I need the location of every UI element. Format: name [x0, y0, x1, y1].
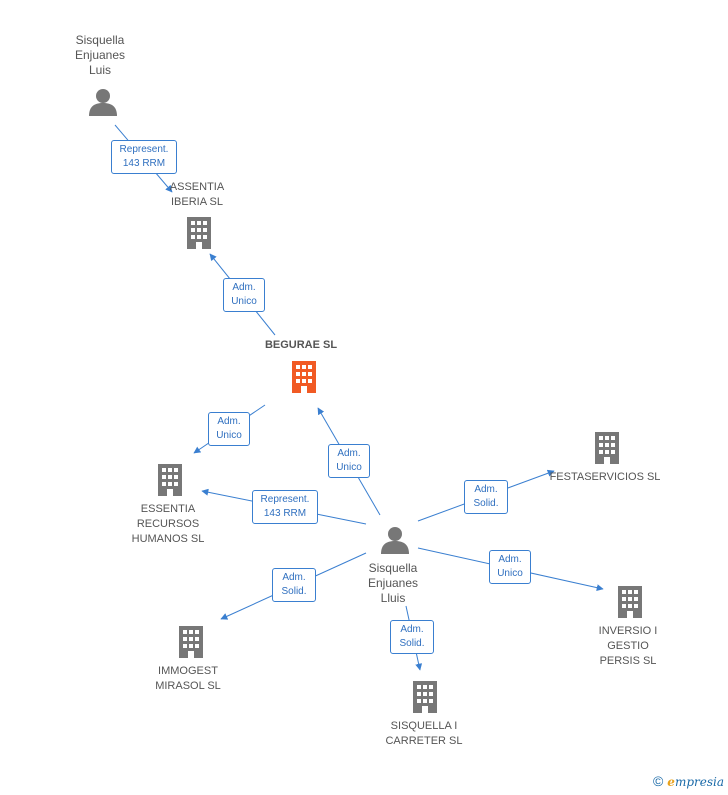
node-essentia-recursos-humanos[interactable]: ESSENTIA RECURSOS HUMANOS SL	[116, 502, 220, 547]
person-icon[interactable]	[89, 89, 117, 116]
node-label: Sisquella Enjuanes Lluis	[367, 561, 419, 605]
node-assentia-iberia[interactable]: ASSENTIA IBERIA SL	[145, 180, 249, 210]
edge-label-represent[interactable]: Represent. 143 RRM	[111, 140, 177, 174]
node-label: IMMOGEST MIRASOL SL	[155, 665, 221, 692]
node-label: BEGURAE SL	[264, 339, 338, 351]
node-person-sisquella-enjuanes-lluis[interactable]: Sisquella Enjuanes Lluis	[343, 561, 443, 606]
edge-label-adm-solid[interactable]: Adm. Solid.	[390, 620, 434, 654]
node-sisquella-carreter[interactable]: SISQUELLA I CARRETER SL	[372, 719, 476, 749]
brand-name: mpresia	[674, 775, 724, 789]
building-icon[interactable]	[179, 626, 203, 658]
edge-label-adm-solid[interactable]: Adm. Solid.	[464, 480, 508, 514]
node-label: FESTASERVICIOS SL	[549, 471, 661, 483]
building-icon[interactable]	[413, 681, 437, 713]
copyright-symbol: ©	[652, 773, 664, 789]
edge-label-adm-unico[interactable]: Adm. Unico	[208, 412, 250, 446]
brand-logo[interactable]: empresia	[667, 775, 724, 789]
person-icon[interactable]	[381, 527, 409, 554]
building-icon[interactable]	[187, 217, 211, 249]
node-festaservicios[interactable]: FESTASERVICIOS SL	[547, 470, 663, 485]
node-label: ESSENTIA RECURSOS HUMANOS SL	[131, 503, 205, 545]
node-person-sisquella-enjuanes-luis[interactable]: Sisquella Enjuanes Luis	[50, 33, 150, 78]
node-inversio-gestio-persis[interactable]: INVERSIO I GESTIO PERSIS SL	[578, 624, 678, 669]
edge-label-represent[interactable]: Represent. 143 RRM	[252, 490, 318, 524]
edge-label-adm-unico[interactable]: Adm. Unico	[489, 550, 531, 584]
node-label: Sisquella Enjuanes Luis	[74, 33, 126, 77]
building-icon[interactable]	[595, 432, 619, 464]
edge-label-adm-unico[interactable]: Adm. Unico	[223, 278, 265, 312]
node-label: SISQUELLA I CARRETER SL	[385, 720, 463, 747]
building-icon[interactable]	[618, 586, 642, 618]
node-begurae-focus[interactable]: BEGURAE SL	[241, 338, 361, 353]
edge-label-adm-unico[interactable]: Adm. Unico	[328, 444, 370, 478]
brand-initial: e	[667, 775, 675, 789]
node-label: INVERSIO I GESTIO PERSIS SL	[598, 625, 658, 667]
building-icon[interactable]	[292, 361, 316, 393]
node-label: ASSENTIA IBERIA SL	[169, 181, 225, 208]
building-icon[interactable]	[158, 464, 182, 496]
footer-brand: ©empresia	[653, 773, 724, 789]
node-immogest-mirasol[interactable]: IMMOGEST MIRASOL SL	[136, 664, 240, 694]
edge-label-adm-solid[interactable]: Adm. Solid.	[272, 568, 316, 602]
